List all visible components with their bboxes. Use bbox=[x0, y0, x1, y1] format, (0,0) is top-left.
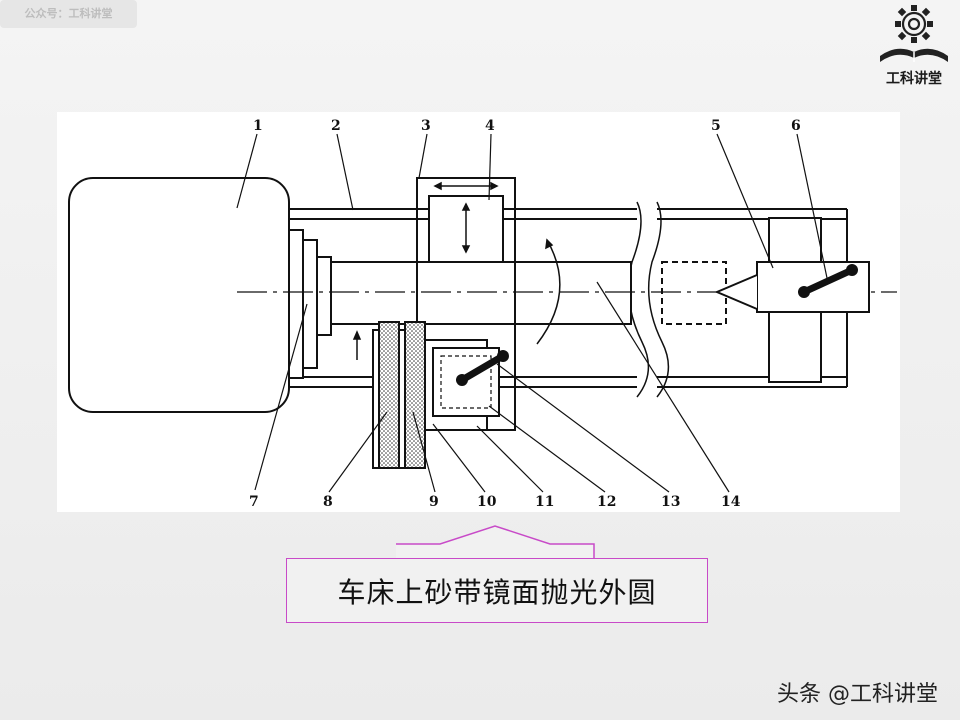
gear-book-icon bbox=[880, 5, 948, 62]
label-7: 7 bbox=[249, 494, 259, 510]
label-8: 8 bbox=[323, 494, 333, 510]
footer-credit: 头条 @工科讲堂 bbox=[777, 682, 938, 707]
label-4: 4 bbox=[485, 118, 495, 134]
label-12: 12 bbox=[597, 494, 616, 510]
label-3: 3 bbox=[421, 118, 431, 134]
label-5: 5 bbox=[711, 118, 721, 134]
label-6: 6 bbox=[791, 118, 801, 134]
label-10: 10 bbox=[477, 494, 497, 510]
caption-box: 车床上砂带镜面抛光外圆 bbox=[286, 558, 708, 623]
watermark-top-left: 公众号：工科讲堂 bbox=[0, 0, 137, 28]
label-13: 13 bbox=[661, 494, 680, 510]
lathe-belt-polishing-diagram: 1 2 3 4 5 6 7 8 9 10 11 12 13 14 bbox=[57, 112, 900, 512]
brand-logo: 工科讲堂 bbox=[874, 2, 954, 88]
abrasive-belt-wheel-8 bbox=[378, 321, 400, 469]
caption-pointer-arrow bbox=[396, 525, 595, 560]
headstock bbox=[68, 177, 290, 413]
mechanism-drawing: 1 2 3 4 5 6 7 8 9 10 11 12 13 14 bbox=[68, 118, 897, 510]
label-14: 14 bbox=[721, 494, 741, 510]
label-2: 2 bbox=[331, 118, 341, 134]
label-1: 1 bbox=[253, 118, 263, 134]
label-9: 9 bbox=[429, 494, 439, 510]
workpiece bbox=[330, 261, 632, 325]
logo-text: 工科讲堂 bbox=[886, 71, 942, 87]
label-11: 11 bbox=[535, 494, 554, 510]
